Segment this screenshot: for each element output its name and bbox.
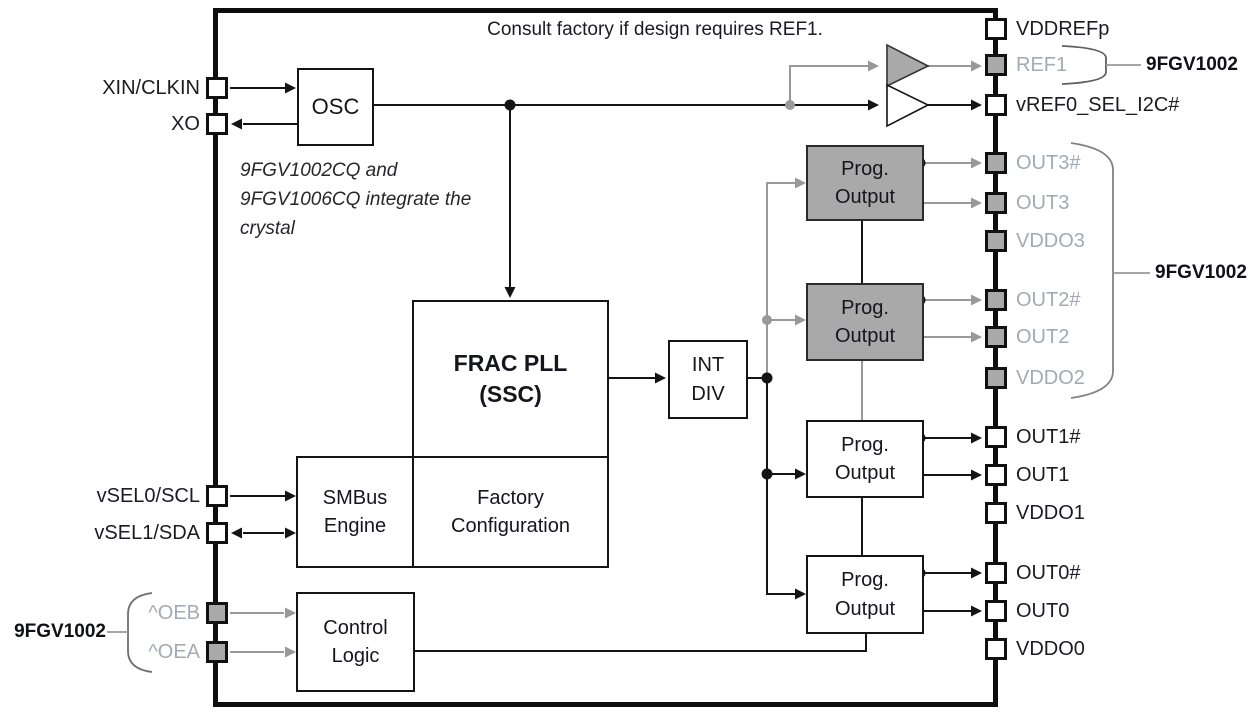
frac-pll-line2: (SSC): [479, 381, 542, 407]
control-line2: Logic: [331, 645, 380, 667]
variant-label-out-bank-23: 9FGV1002: [1155, 262, 1247, 283]
pin-label-out1n: OUT1#: [1016, 426, 1081, 448]
prog-output-block-0: Prog. Output: [806, 555, 924, 634]
black-wires: [230, 87, 972, 652]
ref1-buffer-triangle: [886, 43, 930, 88]
pin-out3: [985, 192, 1007, 214]
pin-xo: [206, 113, 228, 135]
frac-pll-line1: FRAC PLL: [453, 349, 568, 376]
pin-out1: [985, 464, 1007, 486]
pin-oeb: [206, 602, 228, 624]
control-logic-block: Control Logic: [296, 592, 415, 692]
prog-output-line1: Prog.: [841, 157, 889, 180]
pin-label-out1: OUT1: [1016, 464, 1070, 486]
pin-vddo2: [985, 367, 1007, 389]
prog-output-block-1: Prog. Output: [806, 420, 924, 498]
pin-out2n: [985, 289, 1007, 311]
pin-label-vddo3: VDDO3: [1016, 230, 1085, 252]
prog-output-block-2: Prog. Output: [806, 283, 924, 361]
pin-label-vddo0: VDDO0: [1016, 638, 1085, 660]
chip-outline: [213, 8, 998, 707]
pin-vddrefp: [985, 18, 1007, 40]
crystal-note-line1: 9FGV1002CQ and: [240, 160, 398, 181]
gray-arrowheads: [285, 60, 982, 658]
top-note: Consult factory if design requires REF1.: [487, 19, 823, 40]
pin-label-oeb: ^OEB: [148, 602, 200, 624]
ref1-brace: [1061, 45, 1107, 85]
pin-out0n: [985, 562, 1007, 584]
crystal-note: 9FGV1002CQ and 9FGV1006CQ integrate the …: [240, 156, 471, 243]
osc-label: OSC: [311, 94, 360, 120]
prog-output-line1: Prog.: [841, 433, 889, 456]
pin-label-vsel1-sda: vSEL1/SDA: [94, 522, 200, 544]
pin-label-ref1: REF1: [1016, 54, 1068, 76]
factory-line2: Configuration: [451, 515, 570, 537]
smbus-engine-block: SMBus Engine: [296, 456, 414, 568]
pin-label-xo: XO: [171, 113, 200, 135]
prog-output-line2: Output: [834, 597, 896, 620]
int-div-line2: DIV: [691, 382, 725, 405]
pin-vddo3: [985, 230, 1007, 252]
pin-ref1: [985, 54, 1007, 76]
variant-label-ref1: 9FGV1002: [1146, 54, 1238, 75]
pin-label-out2: OUT2: [1016, 326, 1070, 348]
pin-vddo1: [985, 502, 1007, 524]
pin-label-out0: OUT0: [1016, 600, 1070, 622]
out-bank-brace: [1070, 142, 1114, 399]
factory-configuration-block: Factory Configuration: [412, 456, 609, 568]
prog-output-line1: Prog.: [841, 296, 889, 319]
smbus-line1: SMBus: [322, 486, 388, 509]
pin-label-out3n: OUT3#: [1016, 152, 1081, 174]
crystal-note-line2: 9FGV1006CQ integrate the: [240, 189, 472, 210]
int-div-block: INT DIV: [668, 340, 748, 419]
pin-label-vref0-sel-i2c: vREF0_SEL_I2C#: [1016, 94, 1180, 116]
braces: [107, 45, 1150, 673]
smbus-line2: Engine: [323, 515, 387, 537]
prog-output-line2: Output: [834, 186, 896, 208]
pin-label-vddrefp: VDDREFp: [1016, 18, 1110, 40]
prog-output-line2: Output: [834, 462, 896, 484]
prog-output-line1: Prog.: [841, 569, 889, 592]
control-line1: Control: [323, 616, 388, 639]
osc-block: OSC: [297, 68, 374, 146]
pin-vsel1-sda: [206, 522, 228, 544]
pin-label-out2n: OUT2#: [1016, 289, 1081, 311]
pin-label-vddo2: VDDO2: [1016, 367, 1085, 389]
factory-line1: Factory: [477, 486, 544, 509]
ref0-buffer-triangle: [886, 83, 930, 128]
crystal-note-line3: crystal: [240, 218, 295, 239]
pin-label-out0n: OUT0#: [1016, 562, 1081, 584]
pin-xin-clkin: [206, 77, 228, 99]
gray-wires: [230, 65, 972, 653]
pin-vddo0: [985, 638, 1007, 660]
prog-output-block-3: Prog. Output: [806, 145, 924, 221]
pin-out1n: [985, 426, 1007, 448]
frac-pll-block: FRAC PLL (SSC): [412, 300, 609, 458]
pin-label-vsel0-scl: vSEL0/SCL: [96, 485, 200, 507]
variant-label-oe-bank: 9FGV1002: [14, 621, 106, 642]
pin-vsel0-scl: [206, 485, 228, 507]
pin-label-oea: ^OEA: [148, 641, 200, 663]
pin-out0: [985, 600, 1007, 622]
pin-oea: [206, 641, 228, 663]
pin-out3n: [985, 152, 1007, 174]
pin-label-xin-clkin: XIN/CLKIN: [102, 77, 200, 99]
black-arrowheads: [231, 82, 982, 617]
pin-label-out3: OUT3: [1016, 192, 1070, 214]
pin-out2: [985, 326, 1007, 348]
prog-output-line2: Output: [834, 325, 896, 347]
pin-label-vddo1: VDDO1: [1016, 502, 1085, 524]
pin-vref0-sel-i2c: [985, 94, 1007, 116]
int-div-line1: INT: [691, 354, 725, 377]
